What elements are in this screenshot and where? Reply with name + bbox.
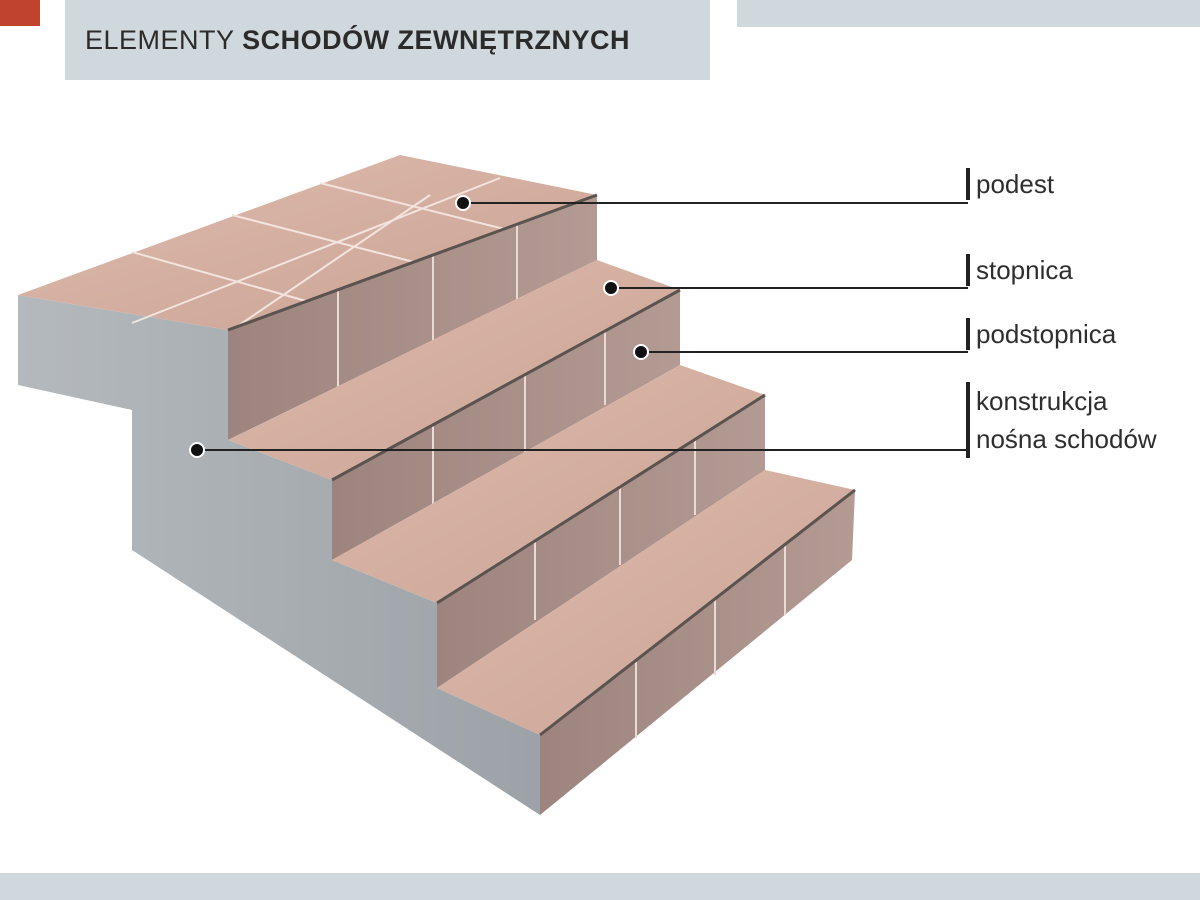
title-bold: SCHODÓW ZEWNĘTRZNYCH [242,24,631,55]
riser-2 [332,290,680,560]
label-podest: podest [966,168,1054,200]
marker-podest [455,195,471,211]
riser-1 [228,195,597,440]
marker-stopnica [603,280,619,296]
marker-konstrukcja [189,442,205,458]
label-stopnica: stopnica [966,254,1073,286]
structure-side [18,295,540,815]
title-light: ELEMENTY [85,24,235,55]
tread-3 [437,470,855,735]
bottom-banner [0,873,1200,900]
label-konstrukcja-line2: nośna schodów [976,424,1157,454]
riser-4 [540,490,855,815]
top-right-banner [737,0,1200,27]
accent-red-block [0,0,40,26]
marker-podstopnica [633,344,649,360]
tread-1 [228,260,680,480]
landing-surface [18,155,597,330]
label-konstrukcja-line1: konstrukcja [976,386,1108,416]
riser-3 [437,395,765,688]
label-konstrukcja: konstrukcja nośna schodów [966,382,1157,458]
page-title: ELEMENTY SCHODÓW ZEWNĘTRZNYCH [85,25,630,56]
landing-joints [131,177,521,331]
tread-2 [332,365,765,603]
label-podstopnica: podstopnica [966,318,1116,350]
title-banner: ELEMENTY SCHODÓW ZEWNĘTRZNYCH [65,0,710,80]
